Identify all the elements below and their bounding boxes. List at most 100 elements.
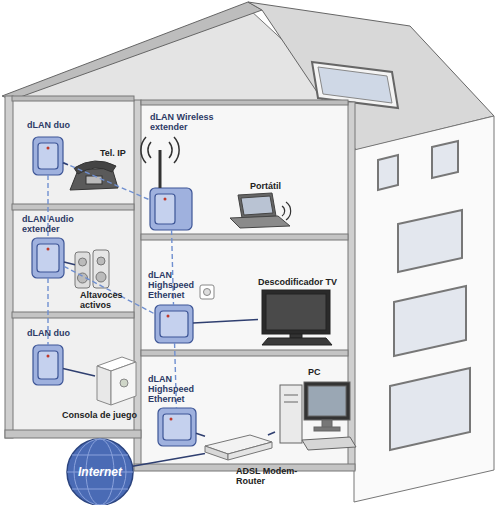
internet-globe-part	[72, 489, 128, 490]
cable-line	[63, 369, 95, 377]
house-shell-part	[354, 116, 494, 502]
house-shell-part	[318, 67, 392, 103]
facade-windows-part	[390, 368, 470, 450]
adsl-modem	[205, 435, 272, 460]
dlan-adapters-part	[155, 194, 175, 224]
globe-label: Internet	[67, 465, 133, 479]
desktop-pc-part	[304, 382, 350, 420]
game-console-part	[111, 362, 136, 405]
adsl-modem-part	[228, 442, 272, 460]
internet-globe-part	[67, 439, 133, 505]
powerline-link	[63, 162, 150, 199]
game-console-part	[120, 379, 128, 387]
dlan-adapters-part	[150, 188, 192, 230]
internet-globe	[67, 439, 133, 505]
dlan-adapters-part	[33, 345, 63, 385]
desktop-pc-part	[302, 437, 356, 450]
dlan-adapter: dLAN Wireless extender	[150, 188, 192, 230]
network-cable	[132, 453, 205, 466]
desktop-pc-part	[284, 395, 298, 396]
dlan-adapter: dLAN duo	[33, 137, 63, 175]
desktop-pc-part	[280, 385, 302, 443]
house-shell-part	[12, 312, 134, 318]
dlan-adapters-part	[159, 150, 162, 188]
network-cable	[193, 320, 258, 323]
device-label: dLAN Audio extender	[22, 214, 82, 234]
network-cable	[268, 432, 275, 435]
facade-windows-part	[394, 286, 466, 356]
house-shell-part	[2, 2, 262, 100]
cable-line	[196, 433, 205, 436]
facade-windows	[378, 141, 470, 450]
active-speakers	[75, 250, 109, 288]
facade-windows-part	[378, 155, 398, 190]
device-label: PC	[308, 367, 338, 377]
cable-line	[268, 432, 275, 435]
device-label: Tel. IP	[100, 148, 140, 158]
pc-node: PC	[275, 380, 355, 450]
ip-phone-part	[74, 161, 116, 174]
dlan-adapters-part	[38, 143, 58, 169]
device-label: Consola de juego	[62, 410, 142, 420]
ip-phone-node: Tel. IP	[68, 160, 118, 192]
dlan-adapters-part	[160, 311, 188, 337]
desktop-pc-part	[284, 402, 298, 403]
powerline-link	[64, 266, 155, 314]
network-cable	[63, 369, 95, 377]
wall-sockets-part	[200, 285, 214, 299]
dlan-adapters-part	[163, 414, 191, 440]
device-label: Altavoces activos	[80, 290, 135, 310]
adapter-leds-part	[170, 418, 173, 421]
device-label: dLAN Highspeed Ethernet	[148, 374, 200, 404]
cable-line	[64, 262, 75, 265]
device-label: dLAN Wireless extender	[150, 112, 240, 132]
device-label: Descodificador TV	[258, 277, 378, 287]
desktop-pc-part	[308, 386, 346, 416]
active-speakers-part	[75, 252, 90, 288]
adapter-leds-part	[47, 355, 50, 358]
laptop-part	[282, 202, 291, 220]
active-speakers-part	[96, 272, 106, 282]
speakers-node: Altavoces activos	[75, 250, 110, 288]
cable-line	[132, 453, 205, 466]
laptop-part	[238, 193, 276, 218]
dlan-adapter: dLAN Highspeed Ethernet	[158, 408, 196, 446]
dlan-adapters-part	[37, 244, 59, 272]
house-shell-part	[5, 96, 13, 438]
dlan-adapters-part	[141, 137, 179, 163]
house-shell-part	[141, 100, 348, 105]
tv-set-part	[262, 290, 330, 334]
desktop-pc	[280, 382, 356, 450]
laptop	[230, 193, 291, 228]
dlan-adapter: dLAN Highspeed Ethernet	[155, 305, 193, 343]
adsl-modem-part	[205, 446, 228, 460]
network-cable	[64, 262, 75, 265]
adapter-leds-part	[164, 198, 167, 201]
console-node: Consola de juego	[95, 357, 137, 405]
internet-globe-node: Internet	[67, 439, 133, 505]
powerline-line	[64, 266, 155, 314]
house-shell-part	[12, 96, 134, 101]
tv-node: Descodificador TV	[258, 290, 333, 345]
dlan-adapters-part	[32, 238, 64, 278]
house-shell-part	[12, 204, 134, 210]
device-label: ADSL Modem-Router	[236, 466, 306, 486]
network-cable	[63, 163, 68, 165]
cable-line	[193, 320, 258, 323]
device-label: dLAN Highspeed Ethernet	[148, 270, 200, 300]
active-speakers-part	[79, 258, 87, 266]
dlan-adapters-part	[33, 137, 63, 175]
dlan-adapter: dLAN Audio extender	[32, 238, 64, 278]
house-shell-part	[141, 350, 348, 356]
network-cable	[196, 433, 205, 436]
wall-sockets-part	[204, 289, 211, 296]
device-label: Portátil	[250, 181, 300, 191]
facade-windows-part	[432, 141, 458, 178]
facade-windows-part	[398, 210, 462, 272]
tv-set	[262, 290, 332, 345]
